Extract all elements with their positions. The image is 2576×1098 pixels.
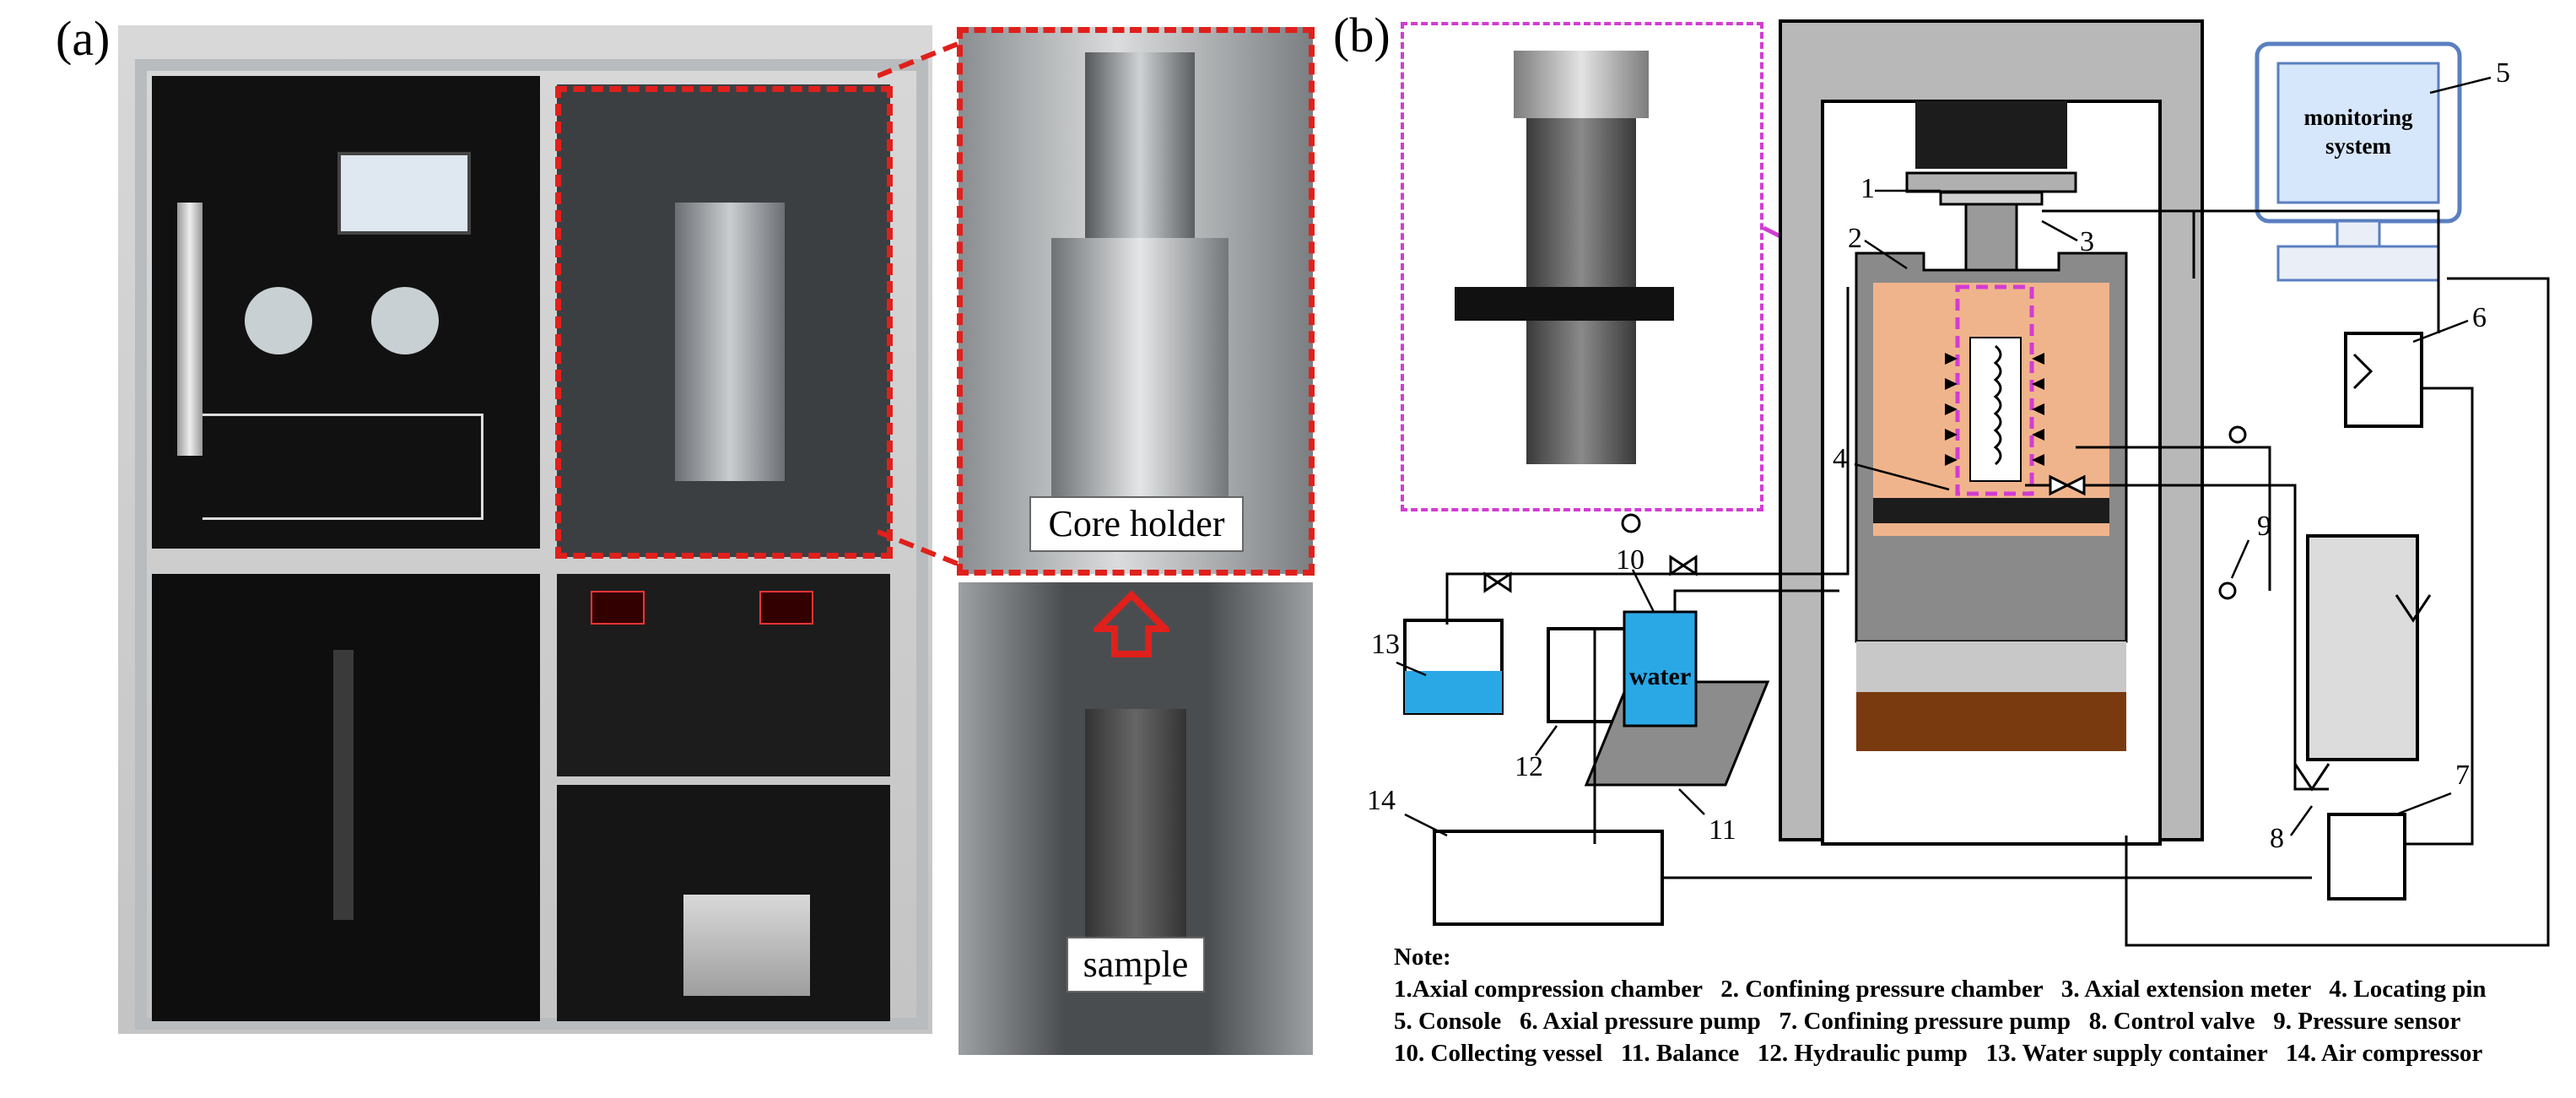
number-7: 7 xyxy=(2455,760,2470,791)
display-icon xyxy=(759,591,813,625)
pump-icon xyxy=(245,287,312,354)
schematic-lines xyxy=(203,414,483,520)
sight-glass-icon xyxy=(177,203,203,456)
silicon-oil-tank-panel xyxy=(152,574,540,1021)
display-icon xyxy=(591,591,645,625)
highlight-box xyxy=(555,86,893,559)
panel-a-label: (a) xyxy=(56,11,111,66)
zoom-connector xyxy=(878,40,964,565)
apparatus-cabinet-photo xyxy=(118,25,932,1034)
number-13: 13 xyxy=(1371,629,1400,660)
monitor-text: monitoring system xyxy=(2278,103,2438,160)
locating-pin-inset xyxy=(1401,22,1763,511)
number-4: 4 xyxy=(1833,443,1847,474)
number-11: 11 xyxy=(1709,814,1736,846)
sample-label: sample xyxy=(1067,937,1205,993)
number-8: 8 xyxy=(2270,823,2284,854)
number-12: 12 xyxy=(1515,751,1543,782)
control-panel xyxy=(152,76,540,549)
core-holder-label: Core holder xyxy=(1029,496,1244,552)
number-10: 10 xyxy=(1616,544,1644,576)
panel-b-label: (b) xyxy=(1333,8,1391,62)
monitor-text-line2: system xyxy=(2325,133,2391,159)
note-line-1: 1.Axial compression chamber 2. Confining… xyxy=(1394,976,2487,1003)
chamber-window xyxy=(557,84,890,557)
note-title: Note: xyxy=(1394,944,1451,971)
number-3: 3 xyxy=(2080,226,2094,257)
lift-arrow-icon xyxy=(1094,591,1169,657)
inset-clamp xyxy=(1455,287,1674,321)
inset-cap xyxy=(1514,51,1649,118)
touch-screen-icon xyxy=(338,152,471,235)
core-holder-small xyxy=(675,203,785,481)
pump-icon xyxy=(371,287,439,354)
core-holder-highlight xyxy=(957,27,1315,576)
note-line-3: 10. Collecting vessel 11. Balance 12. Hy… xyxy=(1394,1040,2483,1067)
core-holder-body xyxy=(1051,238,1229,517)
inset-cylinder xyxy=(1526,93,1636,464)
core-holder-top xyxy=(1085,52,1195,238)
water-label: water xyxy=(1628,663,1692,690)
number-5: 5 xyxy=(2496,57,2510,89)
balance-icon xyxy=(683,895,810,996)
number-1: 1 xyxy=(1860,173,1875,204)
balance-compartment xyxy=(557,785,890,1021)
oil-tank-icon xyxy=(333,650,354,920)
console-panel xyxy=(557,574,890,776)
number-6: 6 xyxy=(2472,302,2487,333)
note-line-2: 5. Console 6. Axial pressure pump 7. Con… xyxy=(1394,1008,2461,1035)
number-14: 14 xyxy=(1367,785,1396,816)
core-holder-photo xyxy=(959,27,1313,574)
number-9: 9 xyxy=(2257,511,2271,542)
monitor-text-line1: monitoring xyxy=(2303,105,2413,130)
number-2: 2 xyxy=(1848,223,1862,254)
sample-core xyxy=(1085,709,1186,962)
